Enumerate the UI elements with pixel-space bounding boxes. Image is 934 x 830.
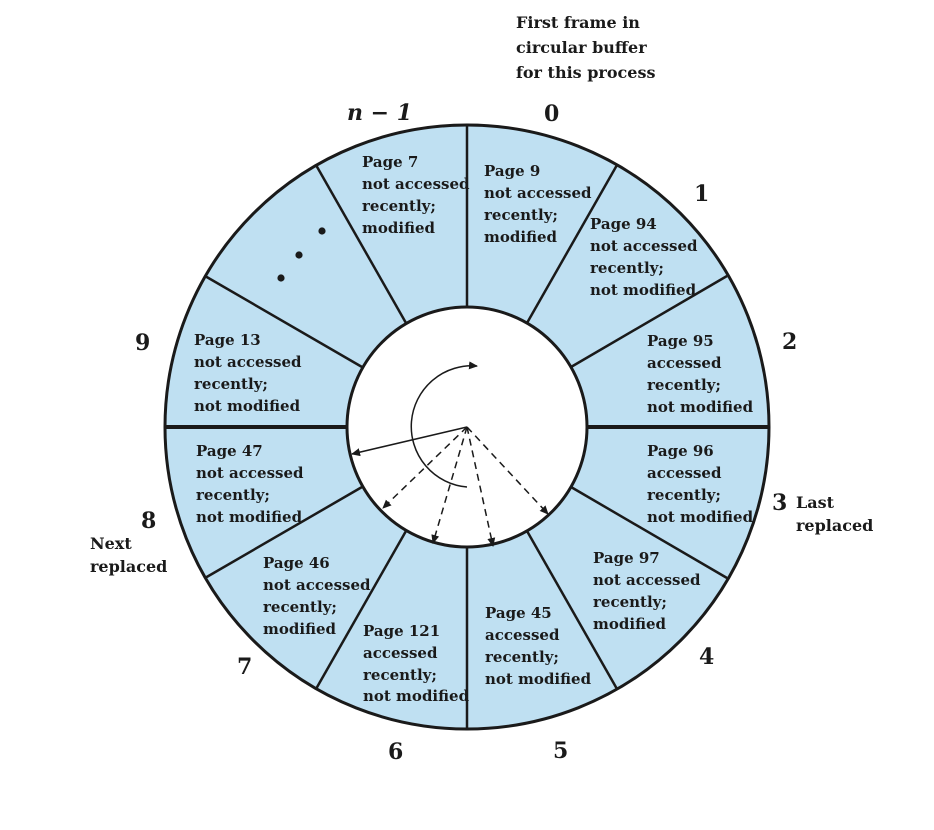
scan-arrow-2 [431, 426, 468, 544]
frame-label-1: 1 [694, 181, 709, 207]
first-frame-note: First frame in circular buffer for this … [516, 13, 655, 82]
segment-n-1: Page 7 not accessed recently; modified [362, 153, 475, 237]
divider-7 [314, 530, 408, 690]
pointer-arrows [351, 426, 549, 547]
segment-7: Page 46 not accessed recently; modified [263, 554, 376, 638]
divider-8 [204, 485, 363, 580]
ellipsis-dot-3 [318, 227, 326, 235]
scan-arrow-1 [382, 426, 468, 509]
ellipsis-dot-2 [295, 251, 303, 259]
segment-1: Page 94 not accessed recently; not modif… [590, 215, 703, 299]
segment-0: Page 9 not accessed recently; modified [484, 162, 597, 246]
divider-5 [525, 530, 619, 690]
segment-2: Page 95 accessed recently; not modified [647, 332, 754, 416]
divider-4 [570, 485, 728, 580]
frame-label-9: 9 [135, 330, 150, 356]
segment-8: Page 47 not accessed recently; not modif… [196, 442, 309, 526]
next-pointer-arrow [351, 426, 468, 457]
frame-label-2: 2 [782, 329, 797, 355]
scan-arrow-3 [466, 426, 496, 547]
segment-9: Page 13 not accessed recently; not modif… [194, 331, 307, 415]
segment-dividers [165, 125, 769, 729]
frame-label-7: 7 [237, 654, 252, 680]
divider-10 [204, 274, 363, 369]
frame-label-n-1: n − 1 [347, 100, 412, 126]
divider-2 [570, 274, 728, 369]
frame-label-3: 3 [772, 490, 787, 516]
segment-5: Page 45 accessed recently; not modified [485, 604, 592, 688]
frame-label-8: 8 [141, 508, 156, 534]
ellipsis-dot-1 [277, 274, 285, 282]
segment-6: Page 121 accessed recently; not modified [363, 622, 470, 705]
scan-arrow-4 [466, 426, 549, 515]
last-replaced-label: Last replaced [796, 493, 873, 535]
ellipsis-dots [277, 227, 326, 282]
frame-label-0: 0 [544, 101, 559, 127]
frame-label-6: 6 [388, 739, 403, 765]
segment-3: Page 96 accessed recently; not modified [647, 442, 754, 526]
frame-label-5: 5 [553, 738, 568, 764]
next-replaced-label: Next replaced [90, 534, 167, 576]
frame-label-4: 4 [699, 644, 714, 670]
rotation-arrow [410, 361, 478, 488]
divider-11 [314, 164, 408, 324]
divider-1 [525, 164, 619, 324]
segment-4: Page 97 not accessed recently; modified [593, 549, 706, 633]
